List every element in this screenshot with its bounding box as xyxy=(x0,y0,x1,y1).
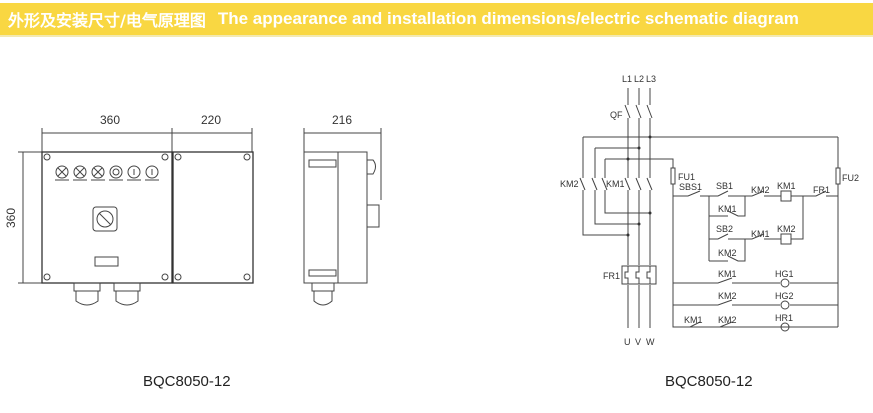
label-QF: QF xyxy=(610,110,623,120)
label-V: V xyxy=(635,337,641,347)
model-label-right: BQC8050-12 xyxy=(665,373,753,390)
label-FR1-contact: FR1 xyxy=(813,185,830,195)
title-banner: 外形及安装尺寸/电气原理图 The appearance and install… xyxy=(0,3,873,37)
label-KM2-coil: KM2 xyxy=(777,224,796,234)
lamp-HG1-icon xyxy=(780,278,790,288)
label-KM2-HG2: KM2 xyxy=(718,291,737,301)
nameplate xyxy=(94,256,119,267)
label-KM2-hold: KM2 xyxy=(718,248,737,258)
label-KM1-HG1: KM1 xyxy=(718,269,737,279)
front-view: 360 220 360 xyxy=(4,113,254,306)
label-FR1-relay: FR1 xyxy=(603,271,620,281)
label-U: U xyxy=(624,337,631,347)
lamp-HG2-icon xyxy=(780,300,790,310)
electric-schematic: L1 L2 L3 QF KM2 KM1 FR1 U V W xyxy=(560,74,859,347)
label-SBS1: SBS1 xyxy=(679,182,702,192)
label-KM2-main: KM2 xyxy=(560,179,579,189)
dim-height: 360 xyxy=(4,208,18,228)
rotary-switch-icon xyxy=(92,206,118,232)
lamp-HR1-icon xyxy=(780,322,790,332)
dim-depth: 216 xyxy=(332,113,352,127)
extension-enclosure xyxy=(172,151,254,284)
label-KM1-HR1: KM1 xyxy=(684,315,703,325)
label-KM2-HR1: KM2 xyxy=(718,315,737,325)
label-SB1: SB1 xyxy=(716,181,733,191)
cable-gland-icons xyxy=(73,282,141,306)
label-KM2-interlock: KM2 xyxy=(751,185,770,195)
label-HG1: HG1 xyxy=(775,269,794,279)
screw-icons xyxy=(43,153,251,281)
label-L1: L1 xyxy=(622,74,632,84)
label-KM1-interlock: KM1 xyxy=(751,229,770,239)
label-W: W xyxy=(646,337,655,347)
label-SB2: SB2 xyxy=(716,224,733,234)
label-KM1-coil: KM1 xyxy=(777,181,796,191)
label-HG2: HG2 xyxy=(775,291,794,301)
label-FU2: FU2 xyxy=(842,173,859,183)
push-button-icons xyxy=(55,165,159,181)
label-L2: L2 xyxy=(634,74,644,84)
label-KM1-hold: KM1 xyxy=(718,204,737,214)
dim-width-ext: 220 xyxy=(201,113,221,127)
label-HR1: HR1 xyxy=(775,313,793,323)
label-L3: L3 xyxy=(646,74,656,84)
model-label-left: BQC8050-12 xyxy=(143,373,231,390)
indicator-lamp-icons xyxy=(55,165,105,179)
dim-width-main: 360 xyxy=(100,113,120,127)
title-cn: 外形及安装尺寸/电气原理图 xyxy=(8,11,206,30)
label-KM1-main: KM1 xyxy=(606,179,625,189)
title-en: The appearance and installation dimensio… xyxy=(217,9,799,28)
side-view: 216 xyxy=(303,113,382,306)
label-FU1: FU1 xyxy=(678,172,695,182)
